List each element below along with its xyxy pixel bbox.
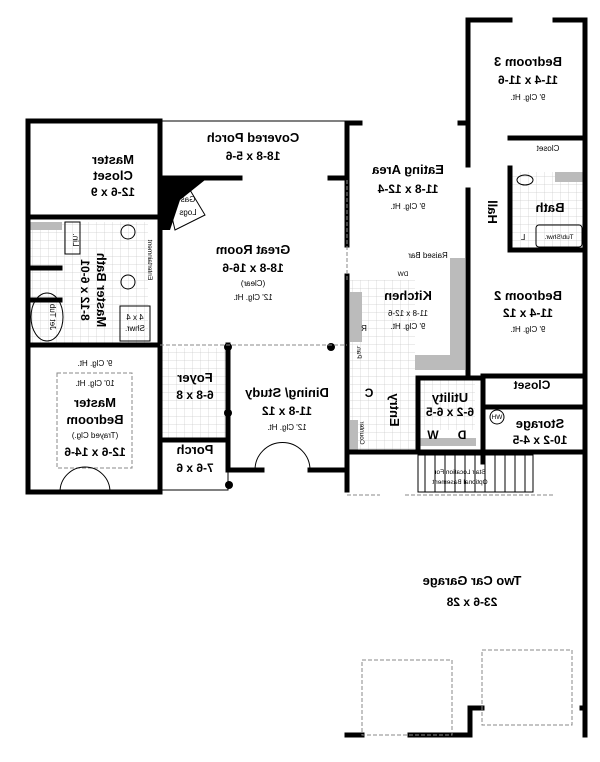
linen-small-label: L [520, 233, 525, 242]
dining-study-ceiling: 12' Clg. Ht. [267, 423, 306, 432]
great-room-size: 18-8 x 16-6 [222, 261, 284, 275]
entry-label: Entry [387, 393, 402, 427]
covered-porch-size: 18-8 x 5-6 [225, 149, 280, 163]
dining-study-size: 11-8 x 12 [262, 404, 312, 418]
storage-label: Storage [516, 416, 564, 431]
shower-label: Shwr. [125, 324, 145, 333]
tub-shower-label: Tub/Shwr. [544, 234, 573, 241]
water-heater-label: WH [491, 414, 502, 421]
dishwasher-label: DW [397, 271, 409, 278]
gas-logs-label: Logs [179, 208, 196, 217]
closet3-label: Closet [536, 144, 559, 153]
closet2-label: Closet [514, 378, 551, 392]
eating-area-ceiling: 9' Clg. Ht. [391, 202, 426, 211]
raised-bar-label: Raised Bar [408, 251, 448, 260]
stair-label: Optional Basement [432, 479, 487, 486]
porch-label: Porch [177, 442, 214, 457]
room-labels: Master Closet 12-6 x 9 Covered Porch 18-… [48, 54, 574, 609]
kitchen-label: Kitchen [384, 288, 432, 303]
great-room-ceiling: 12' Clg. Ht. [233, 293, 272, 302]
master-bedroom-label: Master [74, 395, 116, 410]
bedroom2-size: 11-4 x 12 [503, 306, 553, 320]
dashed-walls [56, 180, 348, 493]
coat-closet-label: C [364, 386, 373, 400]
eating-area-size: 11-8 x 12-4 [377, 182, 438, 196]
bedroom3-label: Bedroom 3 [494, 54, 562, 69]
dining-study-label: Dining/ Study [244, 385, 329, 400]
linen-label: Lin. [71, 234, 80, 247]
great-room-label: Great Room [216, 242, 290, 257]
washer-label: W [427, 428, 439, 442]
garage-size: 23-6 x 28 [446, 595, 497, 609]
master-bedroom-note: (Trayed Clg.) [71, 431, 118, 440]
garage-door-outlines [347, 454, 573, 736]
master-bath-size: 8-12 x 6-01 [78, 259, 92, 321]
tile-floors [30, 172, 584, 450]
master-bedroom-ceiling: 10' Clg. Ht. [75, 379, 114, 388]
master-bedroom-label: Bedroom [66, 412, 123, 427]
kitchen-ceiling: 9' Clg. Ht. [391, 322, 426, 331]
shower-label: 4 x 4 [126, 313, 144, 322]
master-closet-label: Closet [92, 168, 132, 183]
walls [25, 17, 588, 738]
covered-porch-label: Covered Porch [207, 130, 300, 145]
master-bedroom-size: 12-6 x 14-6 [64, 445, 126, 459]
entertainment-label: Entertainment [146, 240, 153, 281]
dryer-label: D [457, 428, 466, 442]
counter-label: Counter [358, 421, 365, 445]
refrigerator-label: R [361, 324, 367, 333]
bedroom3-ceiling: 9' Clg. Ht. [511, 93, 546, 102]
master-bedroom-ceiling: 9' Clg. Ht. [78, 359, 113, 368]
eating-area-label: Eating Area [371, 162, 444, 177]
utility-size: 6-2 x 6-5 [426, 405, 474, 419]
gas-logs-label: Gas [181, 195, 196, 204]
jet-tub-label: Jet Tub [48, 303, 57, 330]
bedroom2-ceiling: 9' Clg. Ht. [511, 325, 546, 334]
garage-label: Two Car Garage [423, 573, 522, 588]
pantry-label: Pan. [355, 345, 362, 359]
master-closet-label: Master [92, 152, 134, 167]
kitchen-size: 11-8 x 12-6 [388, 309, 428, 318]
utility-label: Utility [431, 390, 468, 405]
counters [30, 172, 583, 452]
bedroom3-size: 11-4 x 11-6 [498, 73, 558, 87]
fixtures [30, 174, 583, 425]
great-room-note: (Clear) [240, 279, 265, 288]
stair-label: Stair Location For [434, 469, 486, 476]
master-closet-size: 12-6 x 9 [91, 185, 135, 199]
foyer-label: Foyer [177, 370, 212, 385]
bath-label: Bath [535, 200, 564, 215]
porch-size: 7-6 x 6 [176, 461, 214, 475]
bedroom2-label: Bedroom 2 [494, 288, 562, 303]
hall-label: Hall [485, 200, 500, 224]
fireplace [162, 180, 206, 231]
master-bath-label: Master Bath [94, 253, 109, 327]
foyer-size: 6-8 x 8 [176, 388, 214, 402]
storage-size: 10-2 x 4-5 [512, 433, 567, 447]
